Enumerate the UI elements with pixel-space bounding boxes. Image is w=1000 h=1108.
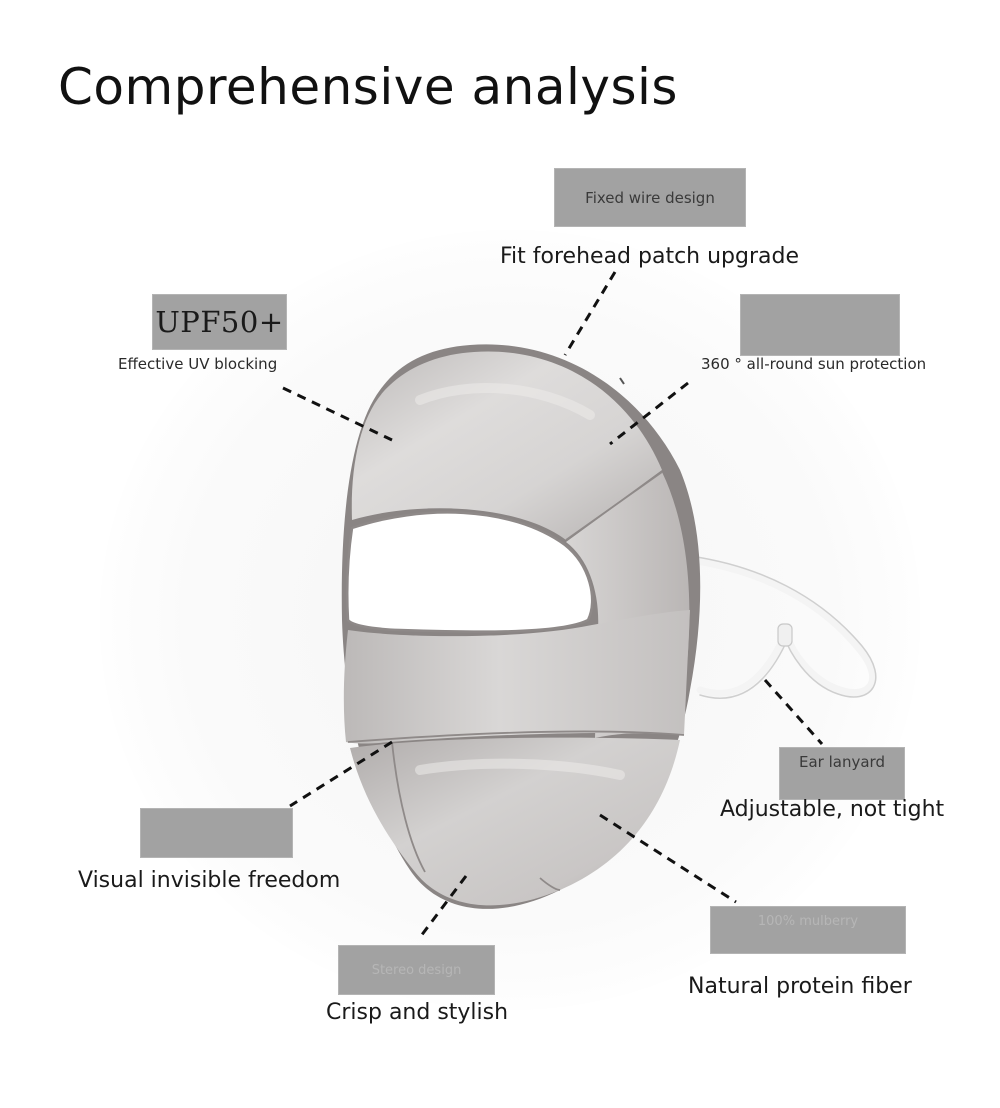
leader-line-top bbox=[563, 271, 617, 356]
ear-loop-cord bbox=[686, 556, 876, 697]
leader-line-crisp bbox=[416, 875, 468, 941]
leader-line-fiber bbox=[599, 813, 737, 904]
caption-crisp-stylish: Crisp and stylish bbox=[326, 1000, 509, 1025]
tag-stereo: Stereo design bbox=[338, 945, 495, 995]
tag-mulberry: 100% mulberry bbox=[710, 906, 906, 954]
leader-line-ear bbox=[763, 679, 824, 745]
tag-ear-lanyard-label: Ear lanyard bbox=[799, 753, 885, 771]
leader-line-sun bbox=[609, 381, 689, 446]
page-title: Comprehensive analysis bbox=[58, 58, 678, 116]
tag-sun-protection-label bbox=[740, 294, 900, 356]
tag-mulberry-label: 100% mulberry bbox=[757, 914, 859, 929]
tag-fixed-wire-label: Fixed wire design bbox=[585, 188, 715, 207]
tag-upf50-label: UPF50+ bbox=[155, 305, 284, 339]
leader-line-visual bbox=[289, 740, 393, 808]
tag-visual bbox=[140, 808, 293, 858]
tag-visual-label bbox=[140, 808, 293, 858]
tag-upf50: UPF50+ bbox=[152, 294, 287, 350]
caption-adjustable: Adjustable, not tight bbox=[720, 797, 945, 822]
caption-sun-protection: 360 ° all-round sun protection bbox=[701, 355, 927, 373]
caption-protein-fiber: Natural protein fiber bbox=[688, 974, 912, 999]
caption-uv-blocking: Effective UV blocking bbox=[118, 355, 278, 373]
tag-stereo-label: Stereo design bbox=[371, 962, 462, 978]
leader-line-upf bbox=[282, 386, 393, 442]
caption-forehead-patch: Fit forehead patch upgrade bbox=[500, 244, 800, 269]
tag-fixed-wire: Fixed wire design bbox=[554, 168, 746, 227]
tag-sun-protection bbox=[740, 294, 900, 356]
caption-visual-freedom: Visual invisible freedom bbox=[78, 868, 341, 893]
tag-ear-lanyard: Ear lanyard bbox=[779, 747, 905, 800]
